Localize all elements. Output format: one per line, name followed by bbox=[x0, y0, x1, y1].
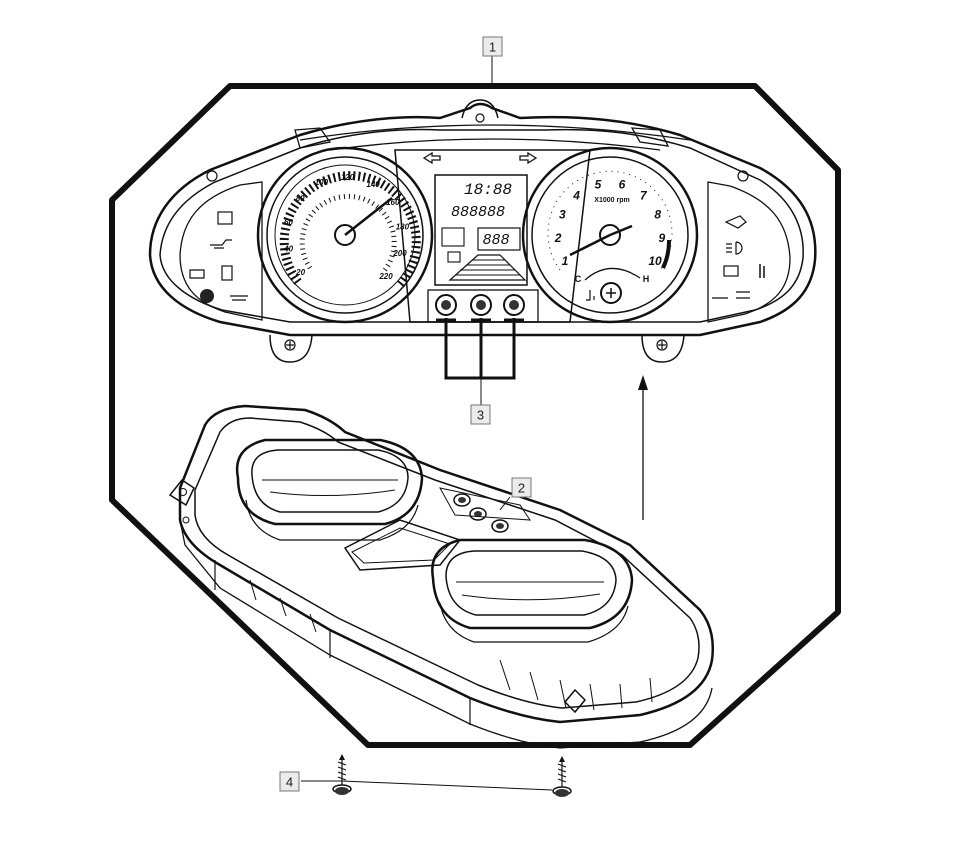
left-warning-lights bbox=[189, 211, 248, 303]
lcd-clock: 18:88 bbox=[464, 181, 512, 199]
speedometer-number-80: 80 bbox=[296, 194, 305, 203]
speedometer-number-100: 100 bbox=[315, 178, 329, 187]
adjustment-knobs bbox=[435, 294, 525, 322]
callout-4: 4 bbox=[279, 771, 300, 792]
tachometer-number-3: 3 bbox=[559, 208, 566, 222]
tachometer-number-4: 4 bbox=[572, 188, 580, 202]
housing-knob-holes bbox=[439, 487, 531, 533]
assembly-arrow bbox=[638, 375, 648, 520]
tachometer-number-1: 1 bbox=[562, 254, 569, 268]
callout-3-label: 3 bbox=[477, 408, 484, 423]
temp-hot-label: H bbox=[643, 274, 650, 284]
tachometer-number-5: 5 bbox=[595, 178, 602, 192]
speedometer-number-120: 120 bbox=[341, 173, 355, 182]
tachometer-number-7: 7 bbox=[640, 188, 648, 202]
speedometer-arc bbox=[279, 171, 421, 288]
left-gauge-cup bbox=[235, 438, 424, 541]
tachometer-unit: X1000 rpm bbox=[594, 197, 629, 204]
speedometer-number-180: 180 bbox=[396, 223, 410, 232]
temp-cold-label: C bbox=[575, 274, 582, 284]
tachometer-number-10: 10 bbox=[648, 254, 662, 268]
speedometer-number-40: 40 bbox=[283, 244, 293, 253]
right-gauge-cup bbox=[431, 538, 634, 643]
speedometer-number-220: 220 bbox=[378, 272, 393, 281]
instrument-cluster: 18:88 888888 888 20 40 60 80 100 120 140 160 180… bbox=[148, 99, 817, 363]
callout-1: 1 bbox=[482, 36, 503, 57]
speedometer-number-20: 20 bbox=[295, 268, 305, 277]
callout-4-leader bbox=[301, 780, 553, 791]
callout-2: 2 bbox=[511, 477, 532, 498]
tachometer-number-2: 2 bbox=[554, 231, 562, 245]
callout-2-leader bbox=[499, 496, 511, 511]
instrument-housing bbox=[168, 404, 714, 749]
callout-3-bracket bbox=[444, 318, 516, 380]
tachometer-number-9: 9 bbox=[659, 231, 666, 245]
lcd-trip: 888 bbox=[482, 232, 509, 249]
lcd-odometer: 888888 bbox=[451, 204, 505, 221]
right-warning-lights bbox=[712, 215, 765, 299]
callout-1-label: 1 bbox=[489, 40, 496, 55]
speedometer-number-160: 160 bbox=[386, 198, 400, 207]
screw-left bbox=[332, 754, 352, 795]
speedometer-number-200: 200 bbox=[392, 249, 407, 258]
speedometer: 20 40 60 80 100 120 140 160 180 200 220 bbox=[256, 146, 434, 324]
tachometer-needle bbox=[569, 233, 611, 257]
callout-4-label: 4 bbox=[286, 775, 293, 790]
screw-right bbox=[552, 756, 572, 797]
speedometer-needle bbox=[344, 197, 393, 236]
speedometer-number-60: 60 bbox=[284, 218, 293, 227]
tachometer-number-6: 6 bbox=[619, 178, 626, 192]
turn-signal-arrows bbox=[422, 151, 538, 165]
speedometer-number-140: 140 bbox=[366, 180, 380, 189]
callout-2-label: 2 bbox=[518, 481, 525, 496]
tachometer-number-8: 8 bbox=[654, 208, 661, 222]
assembly-frame bbox=[109, 83, 841, 748]
callout-3: 3 bbox=[470, 404, 491, 425]
